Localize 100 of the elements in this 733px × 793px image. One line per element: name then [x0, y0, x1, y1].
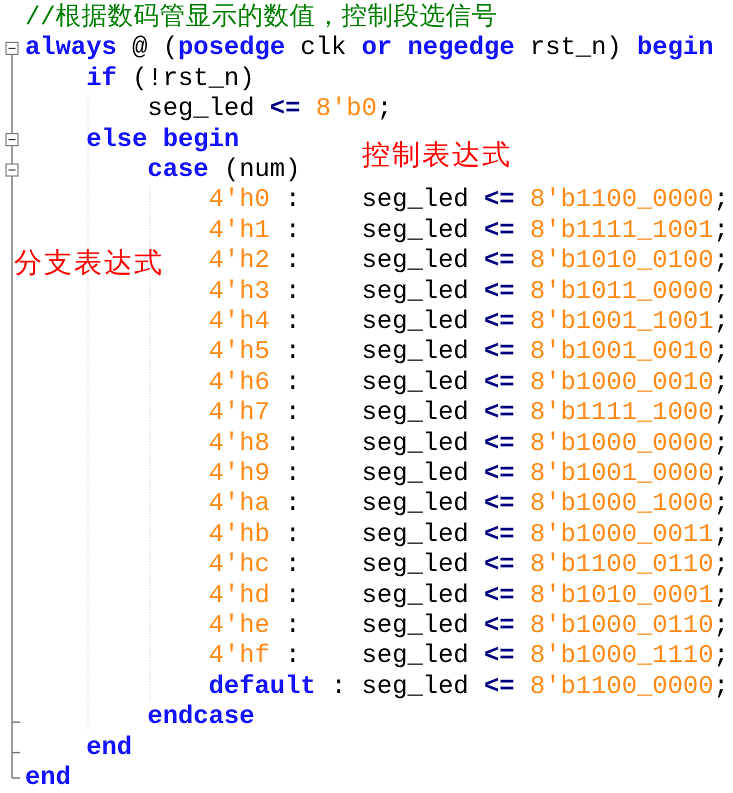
- code-keyword: else: [86, 124, 148, 155]
- code-text: :: [285, 641, 300, 672]
- code-text: seg_led: [362, 368, 469, 398]
- number-literal: 8'b1001_0000: [530, 459, 714, 489]
- code-text: rst_n): [530, 33, 622, 64]
- number-literal: 8'b1100_0000: [530, 672, 714, 702]
- number-literal: 4'hd: [208, 580, 270, 611]
- number-literal: 8'b1011_0000: [530, 276, 714, 307]
- code-text: :: [285, 489, 300, 520]
- number-literal: 8'b1111_1001: [530, 216, 714, 246]
- number-literal: 8'b1100_0000: [530, 185, 714, 216]
- number-literal: 8'b1100_0110: [530, 550, 714, 580]
- number-literal: 8'b1000_0011: [530, 520, 714, 550]
- code-text: seg_led: [362, 550, 469, 580]
- number-literal: 4'h9: [208, 459, 270, 489]
- code-text: seg_led: [362, 672, 469, 702]
- assignment-operator: <=: [484, 307, 515, 337]
- assignment-operator: <=: [484, 368, 515, 398]
- code-text: ;: [714, 428, 729, 459]
- assignment-operator: <=: [484, 276, 515, 307]
- code-keyword: or: [362, 33, 392, 64]
- code-text: :: [285, 276, 300, 307]
- code-text: seg_led: [362, 246, 469, 276]
- assignment-operator: <=: [484, 580, 515, 611]
- number-literal: 4'h2: [208, 246, 270, 276]
- assignment-operator: <=: [484, 459, 515, 489]
- number-literal: 8'b0: [316, 94, 377, 124]
- code-text: seg_led: [362, 459, 469, 489]
- number-literal: 4'h1: [208, 216, 270, 246]
- number-literal: 4'ha: [208, 489, 270, 520]
- code-text: :: [285, 307, 300, 337]
- code-text: :: [285, 185, 300, 216]
- code-text: ;: [714, 307, 729, 337]
- code-text: :: [331, 672, 346, 702]
- number-literal: 4'hf: [208, 641, 270, 672]
- number-literal: 8'b1000_1110: [530, 641, 714, 672]
- code-text: ;: [714, 641, 729, 672]
- number-literal: 4'h7: [208, 398, 270, 428]
- number-literal: 8'b1010_0001: [530, 580, 714, 611]
- number-literal: 4'h5: [208, 337, 270, 368]
- number-literal: 4'hc: [208, 550, 270, 580]
- code-text: seg_led: [362, 580, 469, 611]
- code-text: ;: [714, 459, 729, 489]
- code-text: clk: [300, 33, 346, 64]
- code-text: ;: [714, 337, 729, 368]
- code-text: :: [285, 398, 300, 428]
- code-keyword: default: [208, 672, 316, 702]
- code-keyword: end: [86, 732, 132, 763]
- number-literal: 4'h8: [208, 428, 270, 459]
- assignment-operator: <=: [484, 641, 515, 672]
- code-keyword: posedge: [178, 33, 286, 64]
- code-text: seg_led: [362, 520, 469, 550]
- number-literal: 8'b1000_0000: [530, 428, 714, 459]
- code-keyword: begin: [637, 33, 714, 64]
- annotation-text: 控制表达式: [362, 138, 512, 172]
- code-text: :: [285, 520, 300, 550]
- code-text: :: [285, 337, 300, 368]
- code-text: :: [285, 459, 300, 489]
- number-literal: 8'b1000_0110: [530, 611, 714, 641]
- number-literal: 8'b1010_0100: [530, 246, 714, 276]
- code-text: (num): [224, 155, 300, 185]
- code-text: ;: [714, 611, 729, 641]
- code-text: ;: [714, 550, 729, 580]
- code-text: :: [285, 216, 300, 246]
- code-text: :: [285, 550, 300, 580]
- assignment-operator: <=: [484, 520, 515, 550]
- assignment-operator: <=: [484, 672, 515, 702]
- assignment-operator: <=: [484, 489, 515, 520]
- code-text: seg_led: [362, 276, 469, 307]
- code-keyword: end: [25, 763, 71, 793]
- code-text: :: [285, 246, 300, 276]
- code-text: seg_led: [362, 428, 469, 459]
- code-text: (!rst_n): [132, 64, 255, 94]
- number-literal: 8'b1001_1001: [530, 307, 714, 337]
- code-text: ;: [714, 520, 729, 550]
- code-text: seg_led: [362, 641, 469, 672]
- code-text: ;: [714, 368, 729, 398]
- code-text: seg_led: [362, 307, 469, 337]
- assignment-operator: <=: [484, 246, 515, 276]
- code-keyword: always: [25, 33, 117, 64]
- assignment-operator: <=: [484, 337, 515, 368]
- code-text: :: [285, 611, 300, 641]
- code-text: seg_led: [362, 216, 469, 246]
- number-literal: 8'b1000_0010: [530, 368, 714, 398]
- code-keyword: if: [86, 64, 117, 94]
- code-text: ;: [714, 580, 729, 611]
- assignment-operator: <=: [484, 398, 515, 428]
- code-keyword: begin: [162, 124, 240, 155]
- code-text: ;: [714, 216, 729, 246]
- code-text: :: [285, 428, 300, 459]
- code-text: seg_led: [362, 489, 469, 520]
- code-text: ;: [714, 276, 729, 307]
- code-keyword: case: [147, 155, 209, 185]
- annotation-text: 分支表达式: [14, 246, 164, 280]
- code-text: seg_led: [362, 337, 469, 368]
- number-literal: 4'h4: [208, 307, 270, 337]
- number-literal: 8'b1001_0010: [530, 337, 714, 368]
- number-literal: 4'h0: [208, 185, 270, 216]
- code-text: ;: [714, 398, 729, 428]
- code-text: :: [285, 580, 300, 611]
